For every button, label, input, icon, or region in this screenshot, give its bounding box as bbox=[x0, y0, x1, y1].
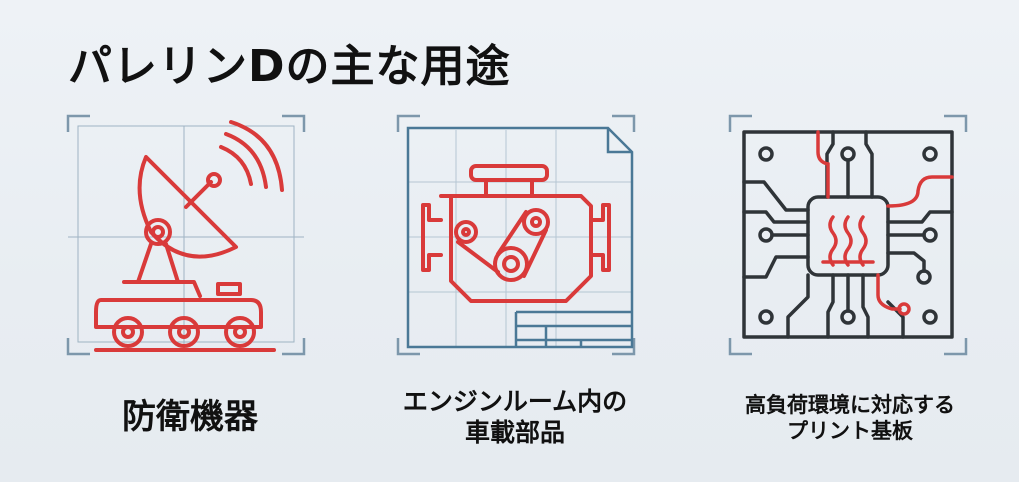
use-label-automotive: エンジンルーム内の 車載部品 bbox=[385, 386, 645, 449]
use-label-defense: 防衛機器 bbox=[70, 396, 310, 439]
circuit-board-heat-icon bbox=[728, 114, 968, 356]
defense-equipment-panel bbox=[66, 112, 306, 358]
engine-blueprint-icon bbox=[396, 114, 636, 356]
label-line: エンジンルーム内の bbox=[402, 387, 628, 416]
page-title: パレリンDの主な用途 bbox=[68, 41, 511, 92]
satellite-dish-vehicle-icon bbox=[66, 114, 306, 356]
label-line: 防衛機器 bbox=[122, 397, 258, 437]
label-line: 車載部品 bbox=[464, 418, 565, 448]
use-label-pcb: 高負荷環境に対応する プリント基板 bbox=[715, 392, 985, 445]
label-line: 高負荷環境に対応する bbox=[745, 393, 955, 417]
pcb-panel bbox=[728, 112, 968, 358]
automotive-parts-panel bbox=[396, 112, 636, 358]
label-line: プリント基板 bbox=[787, 419, 913, 444]
